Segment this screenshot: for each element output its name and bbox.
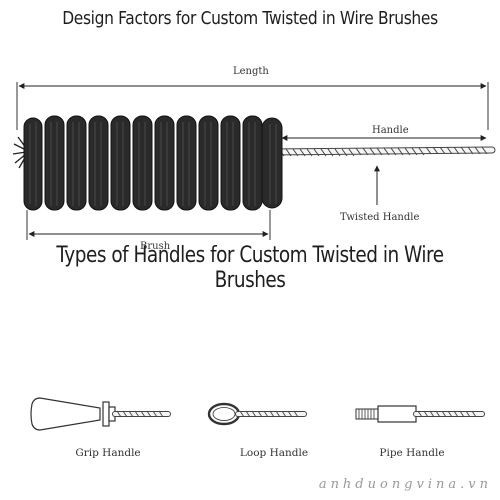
bristle-segments bbox=[23, 115, 283, 211]
grip-handle-illustration bbox=[30, 397, 171, 431]
pipe-handle-caption: Pipe Handle bbox=[379, 447, 445, 459]
twisted-wire-handle bbox=[264, 146, 496, 157]
watermark-text: anhduongvina.vn bbox=[318, 477, 492, 492]
twisted-handle-label: Twisted Handle bbox=[337, 212, 423, 224]
design-factors-title: Design Factors for Custom Twisted in Wir… bbox=[62, 8, 438, 29]
bristle-tip bbox=[12, 136, 27, 169]
length-dimension bbox=[16, 82, 489, 130]
brush-label: Brush bbox=[137, 241, 174, 253]
pipe-handle-illustration bbox=[355, 405, 485, 423]
brush-dimension bbox=[26, 210, 271, 240]
handle-label: Handle bbox=[369, 125, 412, 137]
length-label: Length bbox=[230, 66, 272, 78]
handle-types-title: Types of Handles for Custom Twisted in W… bbox=[56, 243, 444, 293]
loop-handle-illustration bbox=[207, 402, 307, 426]
loop-handle-caption: Loop Handle bbox=[239, 447, 309, 459]
wire-brush-illustration bbox=[12, 115, 496, 211]
grip-handle-caption: Grip Handle bbox=[75, 447, 141, 459]
